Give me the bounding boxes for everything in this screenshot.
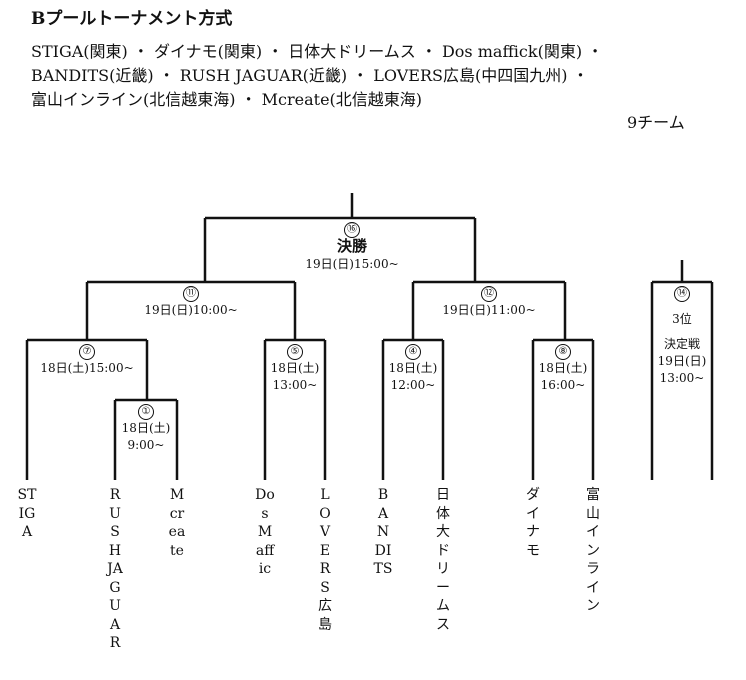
team-stiga: STIGA [17,487,37,540]
bracket-line-m14 [650,260,714,480]
team-dynamo: ダイナモ [526,487,540,559]
match-12-label: ⑫ 19日(日)11:00~ [429,284,549,319]
team-list-line-2: BANDITS(近畿) ・ RUSH JAGUAR(近畿) ・ LOVERS広島… [31,66,589,85]
match-8-date: 18日(土) [538,361,588,375]
bracket-line-m4 [381,338,445,480]
bracket-line-m1 [113,398,179,480]
team-rush-jaguar: RUSH JAGUAR [107,487,126,651]
match-5-date: 18日(土) [270,361,320,375]
team-dos-maffic: Dos Maffic [255,487,275,577]
match-5-label: ⑤ 18日(土) 13:00~ [266,342,324,394]
match-1-label: ① 18日(土) 9:00~ [116,402,176,454]
match-4-number: ④ [405,344,421,360]
bracket-line-m7 [25,338,149,480]
team-mcreate: Mcreate [168,487,186,559]
match-7-number: ⑦ [79,344,95,360]
match-7-time: 18日(土)15:00~ [40,361,134,375]
pool-title: Bプールトーナメント方式 [31,9,233,29]
match-14-date: 19日(日) [657,354,707,368]
match-12-number: ⑫ [481,286,497,302]
bracket-line-final [203,193,477,282]
match-16-time: 19日(日)15:00~ [305,257,399,271]
match-5-time: 13:00~ [272,378,318,392]
team-nittai-dreams: 日体大ドリームス [436,487,450,633]
team-count: 9チーム [627,113,685,132]
match-14-name-line1: 3位 [672,312,692,326]
match-4-label: ④ 18日(土) 12:00~ [384,342,442,394]
match-11-number: ⑪ [183,286,199,302]
match-14-number: ⑭ [674,286,690,302]
match-8-label: ⑧ 18日(土) 16:00~ [534,342,592,394]
match-14-name-line2: 決定戦 [663,337,700,351]
final-title: 決勝 [336,237,367,255]
match-5-number: ⑤ [287,344,303,360]
match-7-label: ⑦ 18日(土)15:00~ [28,342,146,377]
bracket-line-m5 [263,338,327,480]
bracket-line-m11 [85,280,297,340]
match-16-number: ⑯ [344,222,360,238]
match-11-label: ⑪ 19日(日)10:00~ [131,284,251,319]
match-12-time: 19日(日)11:00~ [442,303,536,317]
match-4-date: 18日(土) [388,361,438,375]
team-toyama-inline: 富山インライン [586,487,600,614]
bracket-line-m12 [411,280,567,340]
match-1-date: 18日(土) [121,421,171,435]
team-list-line-1: STIGA(関東) ・ ダイナモ(関東) ・ 日体大ドリームス ・ Dos ma… [31,42,604,61]
match-8-number: ⑧ [555,344,571,360]
match-8-time: 16:00~ [540,378,586,392]
team-list-line-3: 富山インライン(北信越東海) ・ Mcreate(北信越東海) [31,90,423,109]
team-lovers-hiroshima: LOVERS広島 [318,487,332,633]
match-1-time: 9:00~ [127,438,165,452]
match-4-time: 12:00~ [390,378,436,392]
team-bandits: BANDITS [373,487,393,577]
match-14-label: ⑭ 3位 決定戦 19日(日) 13:00~ [653,284,711,387]
match-14-time: 13:00~ [659,371,705,385]
match-1-number: ① [138,404,154,420]
bracket-line-m8 [531,338,595,480]
match-11-time: 19日(日)10:00~ [144,303,238,317]
match-16-label: ⑯ 決勝 19日(日)15:00~ [302,220,402,273]
